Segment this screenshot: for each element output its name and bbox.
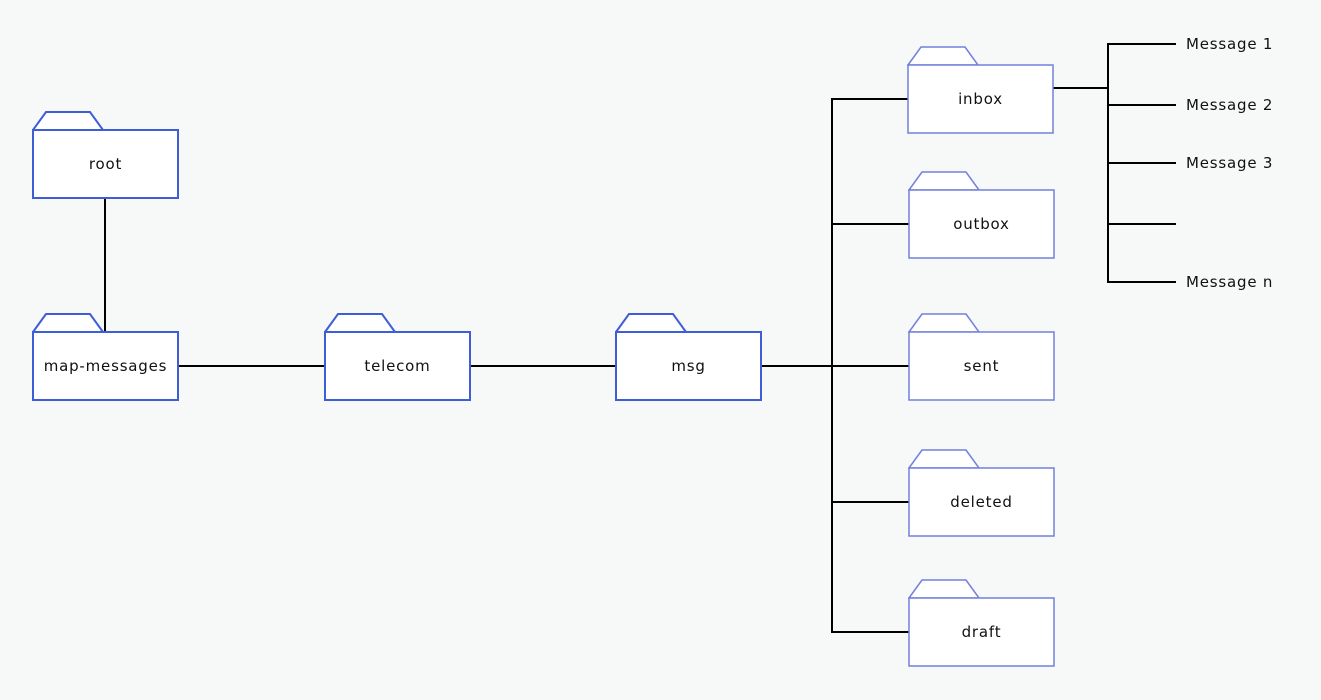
folder-tab (907, 46, 980, 66)
folder-root[interactable]: root (32, 109, 179, 199)
folder-body (32, 331, 179, 401)
folder-body (908, 597, 1055, 667)
folder-tab (324, 313, 397, 333)
folder-inbox[interactable]: inbox (907, 44, 1054, 134)
folder-msg[interactable]: msg (615, 311, 762, 401)
folder-body (908, 467, 1055, 537)
folder-sent[interactable]: sent (908, 311, 1055, 401)
folder-sent-label: sent (963, 357, 1000, 375)
folder-tab (908, 171, 981, 191)
folder-map-messages[interactable]: map-messages (32, 311, 179, 401)
folder-telecom[interactable]: telecom (324, 311, 471, 401)
folder-tab (908, 313, 981, 333)
message-1-label[interactable]: Message 1 (1186, 35, 1274, 53)
folder-telecom-label: telecom (364, 357, 431, 375)
folder-msg-label: msg (671, 357, 706, 375)
folder-body (908, 189, 1055, 259)
folder-body (908, 331, 1055, 401)
folder-root-label: root (88, 155, 123, 173)
message-n-label[interactable]: Message n (1186, 273, 1274, 291)
folder-inbox-label: inbox (958, 90, 1003, 108)
folder-tab (908, 579, 981, 599)
folder-outbox[interactable]: outbox (908, 169, 1055, 259)
folder-deleted[interactable]: deleted (908, 447, 1055, 537)
folder-body (324, 331, 471, 401)
folder-body (907, 64, 1054, 134)
folder-deleted-label: deleted (950, 493, 1013, 511)
folder-body (615, 331, 762, 401)
folder-draft-label: draft (961, 623, 1002, 641)
folder-outbox-label: outbox (953, 215, 1010, 233)
folder-draft[interactable]: draft (908, 577, 1055, 667)
folder-map-messages-label: map-messages (43, 357, 168, 375)
folder-tab (32, 313, 105, 333)
folder-tab (615, 313, 688, 333)
folder-body (32, 129, 179, 199)
folder-tab (32, 111, 105, 131)
message-3-label[interactable]: Message 3 (1186, 154, 1274, 172)
message-2-label[interactable]: Message 2 (1186, 96, 1274, 114)
folder-tab (908, 449, 981, 469)
